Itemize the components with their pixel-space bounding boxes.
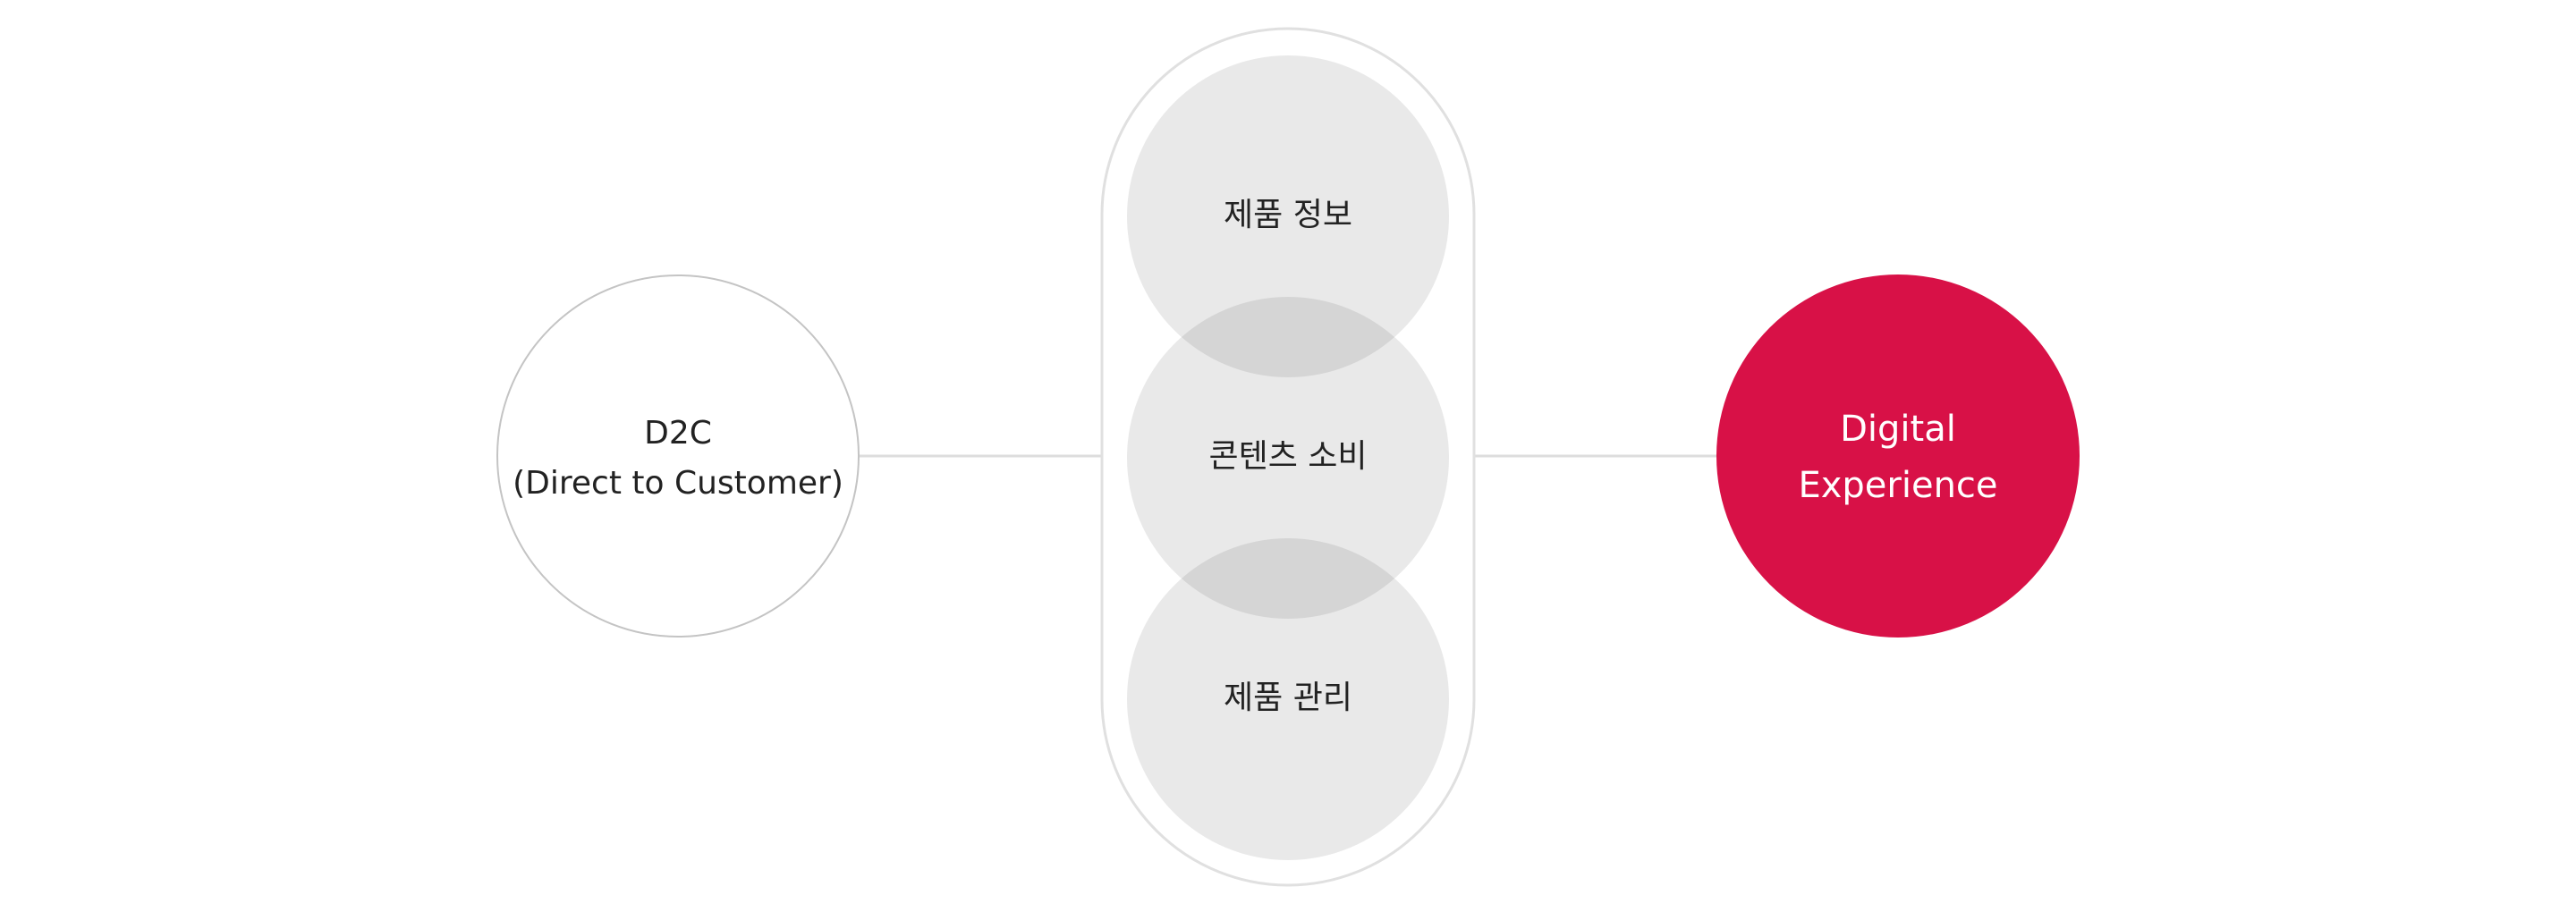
target-circle: [1716, 274, 2080, 638]
stack-circle-content-consumption: [1127, 297, 1449, 619]
target-label-line2: Experience: [1798, 465, 1997, 506]
stack-circle-product-info: [1127, 55, 1449, 377]
source-label-line1: D2C: [644, 415, 712, 452]
stack-circle-product-management: [1127, 538, 1449, 860]
stack-label-content-consumption: 콘텐츠 소비: [1208, 438, 1367, 475]
stack-label-product-info: 제품 정보: [1224, 197, 1352, 233]
stack-label-product-management: 제품 관리: [1224, 680, 1352, 716]
source-label-line2: (Direct to Customer): [513, 465, 843, 502]
source-circle: [496, 274, 860, 638]
target-label-line1: Digital: [1840, 409, 1956, 450]
